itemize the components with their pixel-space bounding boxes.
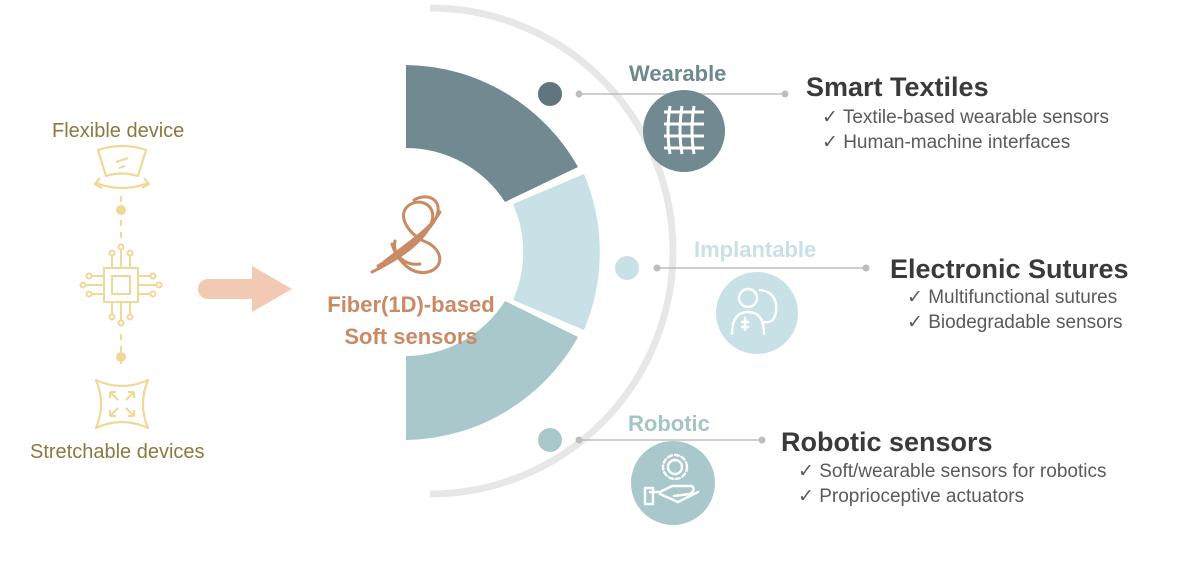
robotic-sensors-bullet-2: ✓ Proprioceptive actuators	[798, 486, 1025, 507]
implantable-node	[615, 256, 639, 280]
chip-icon	[79, 243, 163, 327]
electronic-sutures-bullet-2: ✓ Biodegradable sensors	[907, 312, 1123, 333]
implant-body-icon	[730, 287, 778, 336]
textile-icon	[664, 105, 704, 155]
flexible-device-label: Flexible device	[52, 120, 185, 142]
smart-textiles-title: Smart Textiles	[806, 72, 989, 102]
robotic-icon-circle	[631, 441, 715, 525]
center-title-line1: Fiber(1D)-based	[327, 292, 495, 317]
outer-arc	[429, 4, 677, 498]
robotic-sensors-title: Robotic sensors	[781, 427, 993, 457]
center-title: Fiber(1D)-based Soft sensors	[296, 289, 526, 353]
electronic-sutures-title: Electronic Sutures	[890, 254, 1129, 284]
electronic-sutures-bullet-1: ✓ Multifunctional sutures	[907, 287, 1118, 308]
wearable-node	[538, 82, 562, 106]
robotic-label: Robotic	[628, 411, 710, 436]
flow-arrow	[198, 266, 292, 312]
segment-implantable	[513, 174, 600, 330]
implantable-icon-circle	[716, 272, 798, 354]
segment-robotic	[406, 301, 578, 440]
center-title-line2: Soft sensors	[344, 324, 478, 349]
smart-textiles-bullet-1: ✓ Textile-based wearable sensors	[822, 107, 1109, 128]
robotic-sensors-bullet-1: ✓ Soft/wearable sensors for robotics	[798, 461, 1107, 482]
implantable-label: Implantable	[694, 237, 817, 262]
flexible-device-icon	[93, 144, 151, 190]
wearable-label: Wearable	[629, 61, 727, 86]
stretchable-device-icon	[94, 378, 150, 430]
wearable-icon-circle	[643, 90, 725, 172]
robotic-node	[538, 428, 562, 452]
stretchable-devices-label: Stretchable devices	[30, 441, 205, 463]
fiber-knot-icon	[370, 195, 442, 275]
robotic-hand-gear-icon	[643, 453, 700, 506]
smart-textiles-bullet-2: ✓ Human-machine interfaces	[822, 132, 1071, 153]
segment-wearable	[406, 65, 578, 202]
